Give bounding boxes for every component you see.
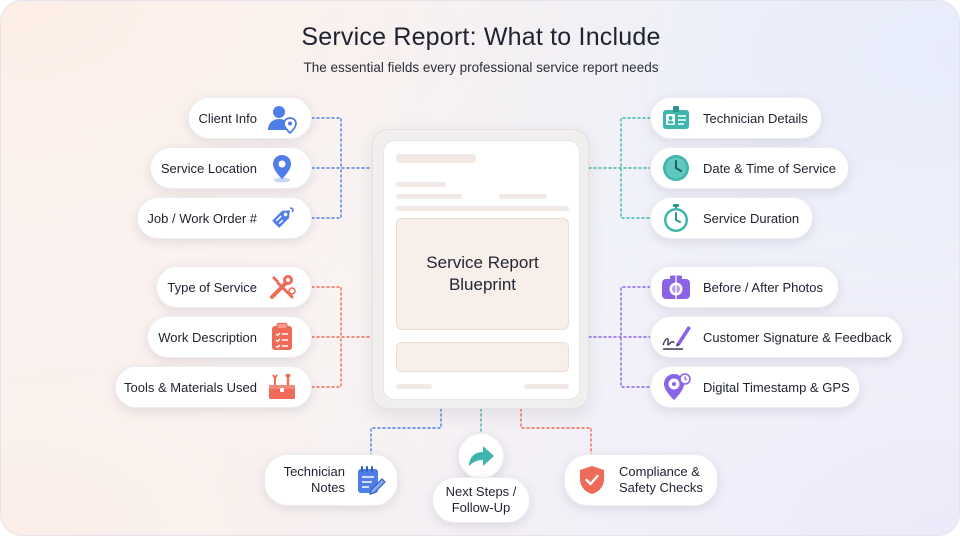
field-label-group: Technician Notes [284,464,345,496]
field-label: Digital Timestamp & GPS [703,379,850,395]
shield-check-icon [575,463,609,497]
field-client-info: Client Info [188,97,312,139]
location-pin-icon [265,151,299,185]
field-before-after-photos: Before / After Photos [650,266,839,308]
blueprint-title-box: Service Report Blueprint [396,218,569,330]
connector-left-red [311,286,373,388]
field-label-group: Compliance & Safety Checks [619,464,703,496]
connector-left-blue [311,117,373,219]
blueprint-line [396,384,432,389]
field-label-group: Next Steps / Follow-Up [446,484,517,516]
field-label: Date & Time of Service [703,160,836,176]
field-label: Service Duration [703,210,800,226]
blueprint-line [499,194,547,199]
field-digital-timestamp-gps: Digital Timestamp & GPS [650,366,860,408]
wrench-screwdriver-icon [265,270,299,304]
id-badge-icon [659,101,693,135]
connector-right-purple [588,286,651,388]
field-label: Work Description [158,329,257,345]
field-type-of-service: Type of Service [156,266,312,308]
field-next-steps: Next Steps / Follow-Up [432,477,530,523]
field-label: Customer Signature & Feedback [703,329,892,345]
blueprint-line [396,182,446,187]
field-service-duration: Service Duration [650,197,813,239]
arrow-forward-icon [464,439,498,473]
field-tools-materials: Tools & Materials Used [115,366,312,408]
blueprint-footer-box [396,342,569,372]
tag-icon [265,201,299,235]
field-label-line1: Compliance & [619,464,700,479]
notepad-pencil-icon [353,463,387,497]
field-label: Service Location [160,160,257,176]
field-label-line1: Next Steps / [445,484,517,499]
blueprint-document: Service Report Blueprint [383,140,580,400]
field-work-description: Work Description [147,316,312,358]
field-date-time: Date & Time of Service [650,147,849,189]
field-label: Before / After Photos [703,279,823,295]
field-label: Client Info [198,110,257,126]
client-user-pin-icon [265,101,299,135]
blueprint-card: Service Report Blueprint [372,129,589,409]
gps-pin-icon [659,370,693,404]
field-compliance-safety: Compliance & Safety Checks [564,454,718,506]
clipboard-icon [265,320,299,354]
connector-bottom-red [520,408,592,457]
field-technician-details: Technician Details [650,97,822,139]
field-label: Technician Details [703,110,808,126]
field-label: Tools & Materials Used [124,379,257,395]
field-label-line2: Notes [311,480,345,495]
page-title: Service Report: What to Include [301,23,661,51]
stopwatch-icon [659,201,693,235]
field-label: Type of Service [167,279,257,295]
connector-bottom-blue [370,408,442,457]
field-job-work-order: Job / Work Order # [137,197,312,239]
blueprint-heading-placeholder [396,154,476,163]
camera-icon [659,270,693,304]
connector-right-teal [588,117,651,219]
field-label-line2: Follow-Up [451,500,511,515]
clock-icon [659,151,693,185]
blueprint-title-line1: Service Report [426,253,539,272]
field-label: Job / Work Order # [147,210,257,226]
field-label-line2: Safety Checks [619,480,703,495]
toolbox-icon [265,370,299,404]
next-steps-icon-badge [458,433,504,479]
blueprint-line [396,194,462,199]
field-label-line1: Technician [283,464,345,479]
blueprint-line [524,384,569,389]
blueprint-title-line2: Blueprint [448,275,517,294]
field-service-location: Service Location [150,147,312,189]
signature-pen-icon [659,320,693,354]
page-subtitle: The essential fields every professional … [303,60,659,75]
blueprint-line [396,206,569,211]
field-technician-notes: Technician Notes [264,454,398,506]
field-customer-signature: Customer Signature & Feedback [650,316,903,358]
